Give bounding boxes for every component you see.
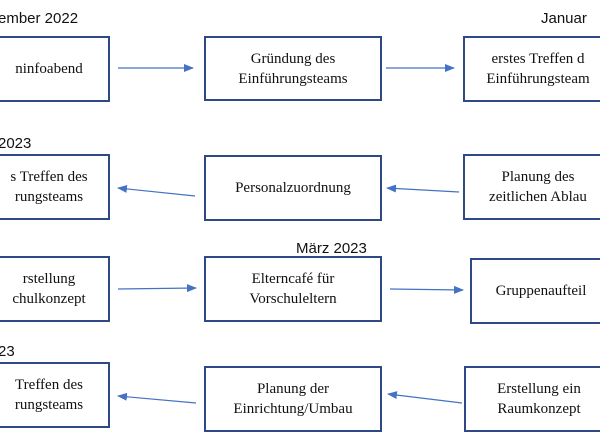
step-box-r1c1: ninfoabend	[0, 36, 110, 102]
step-box-r2c2: Personalzuordnung	[204, 155, 382, 221]
step-box-r2c1: s Treffen des rungsteams	[0, 154, 110, 220]
step-box-line: Planung des	[501, 169, 575, 185]
date-label-row3-mid: März 2023	[296, 240, 367, 257]
step-box-r3c3: Gruppenaufteil	[470, 258, 600, 324]
step-box-line: Erstellung ein	[497, 381, 581, 397]
arrow-r3-c2-to-c3	[389, 285, 464, 294]
step-box-text: Personalzuordnung	[235, 178, 351, 198]
step-box-text: s Treffen des rungsteams	[10, 167, 87, 207]
arrow-r3-c1-to-c2	[117, 284, 197, 293]
step-box-line: chulkonzept	[12, 291, 86, 307]
step-box-r4c1: Treffen des rungsteams	[0, 362, 110, 428]
step-box-line: s Treffen des	[10, 169, 88, 185]
step-box-line: Einrichtung/Umbau	[233, 401, 353, 417]
step-box-r3c1: rstellung chulkonzept	[0, 256, 110, 322]
step-box-line: Treffen des	[15, 377, 83, 393]
arrow-r2-c3-to-c2	[386, 184, 460, 193]
step-box-line: Einführungsteams	[238, 70, 348, 87]
step-box-line: Gründung des	[250, 50, 336, 67]
step-box-r1c3: erstes Treffen d Einführungsteam	[463, 36, 600, 102]
step-box-line: erstes Treffen d	[491, 51, 585, 67]
step-box-line: Planung der	[256, 381, 330, 397]
step-box-text: ninfoabend	[15, 59, 82, 79]
step-box-text: erstes Treffen d Einführungsteam	[486, 49, 589, 89]
step-box-line: Einführungsteam	[486, 71, 590, 87]
step-box-line: rungsteams	[14, 189, 84, 205]
step-box-line: rstellung	[22, 271, 76, 287]
step-box-line: Vorschuleltern	[249, 291, 337, 307]
step-box-line: zeitlichen Ablau	[489, 189, 587, 205]
arrow-r4-c3-to-c2	[387, 391, 463, 404]
step-box-line: Elterncafé für	[251, 271, 335, 287]
step-box-line: Raumkonzept	[497, 401, 581, 417]
date-label-row1-left: ember 2022	[0, 10, 79, 27]
step-box-line: Gruppenaufteil	[495, 283, 587, 299]
step-box-text: Planung des zeitlichen Ablau	[489, 167, 587, 207]
date-label-row1-right: Januar	[541, 10, 587, 27]
step-box-line: ninfoabend	[15, 61, 83, 77]
step-box-line: Personalzuordnung	[235, 180, 351, 196]
step-box-text: rstellung chulkonzept	[12, 269, 85, 309]
date-label-row2-left: 2023	[0, 135, 32, 152]
arrow-r2-c2-to-c1	[117, 184, 196, 197]
arrow-r4-c2-to-c1	[117, 392, 197, 404]
date-label-row4-left: 23	[0, 343, 15, 360]
step-box-r2c3: Planung des zeitlichen Ablau	[463, 154, 600, 220]
step-box-text: Gruppenaufteil	[496, 281, 587, 301]
step-box-text: Treffen des rungsteams	[15, 375, 83, 415]
step-box-line: rungsteams	[14, 397, 84, 413]
